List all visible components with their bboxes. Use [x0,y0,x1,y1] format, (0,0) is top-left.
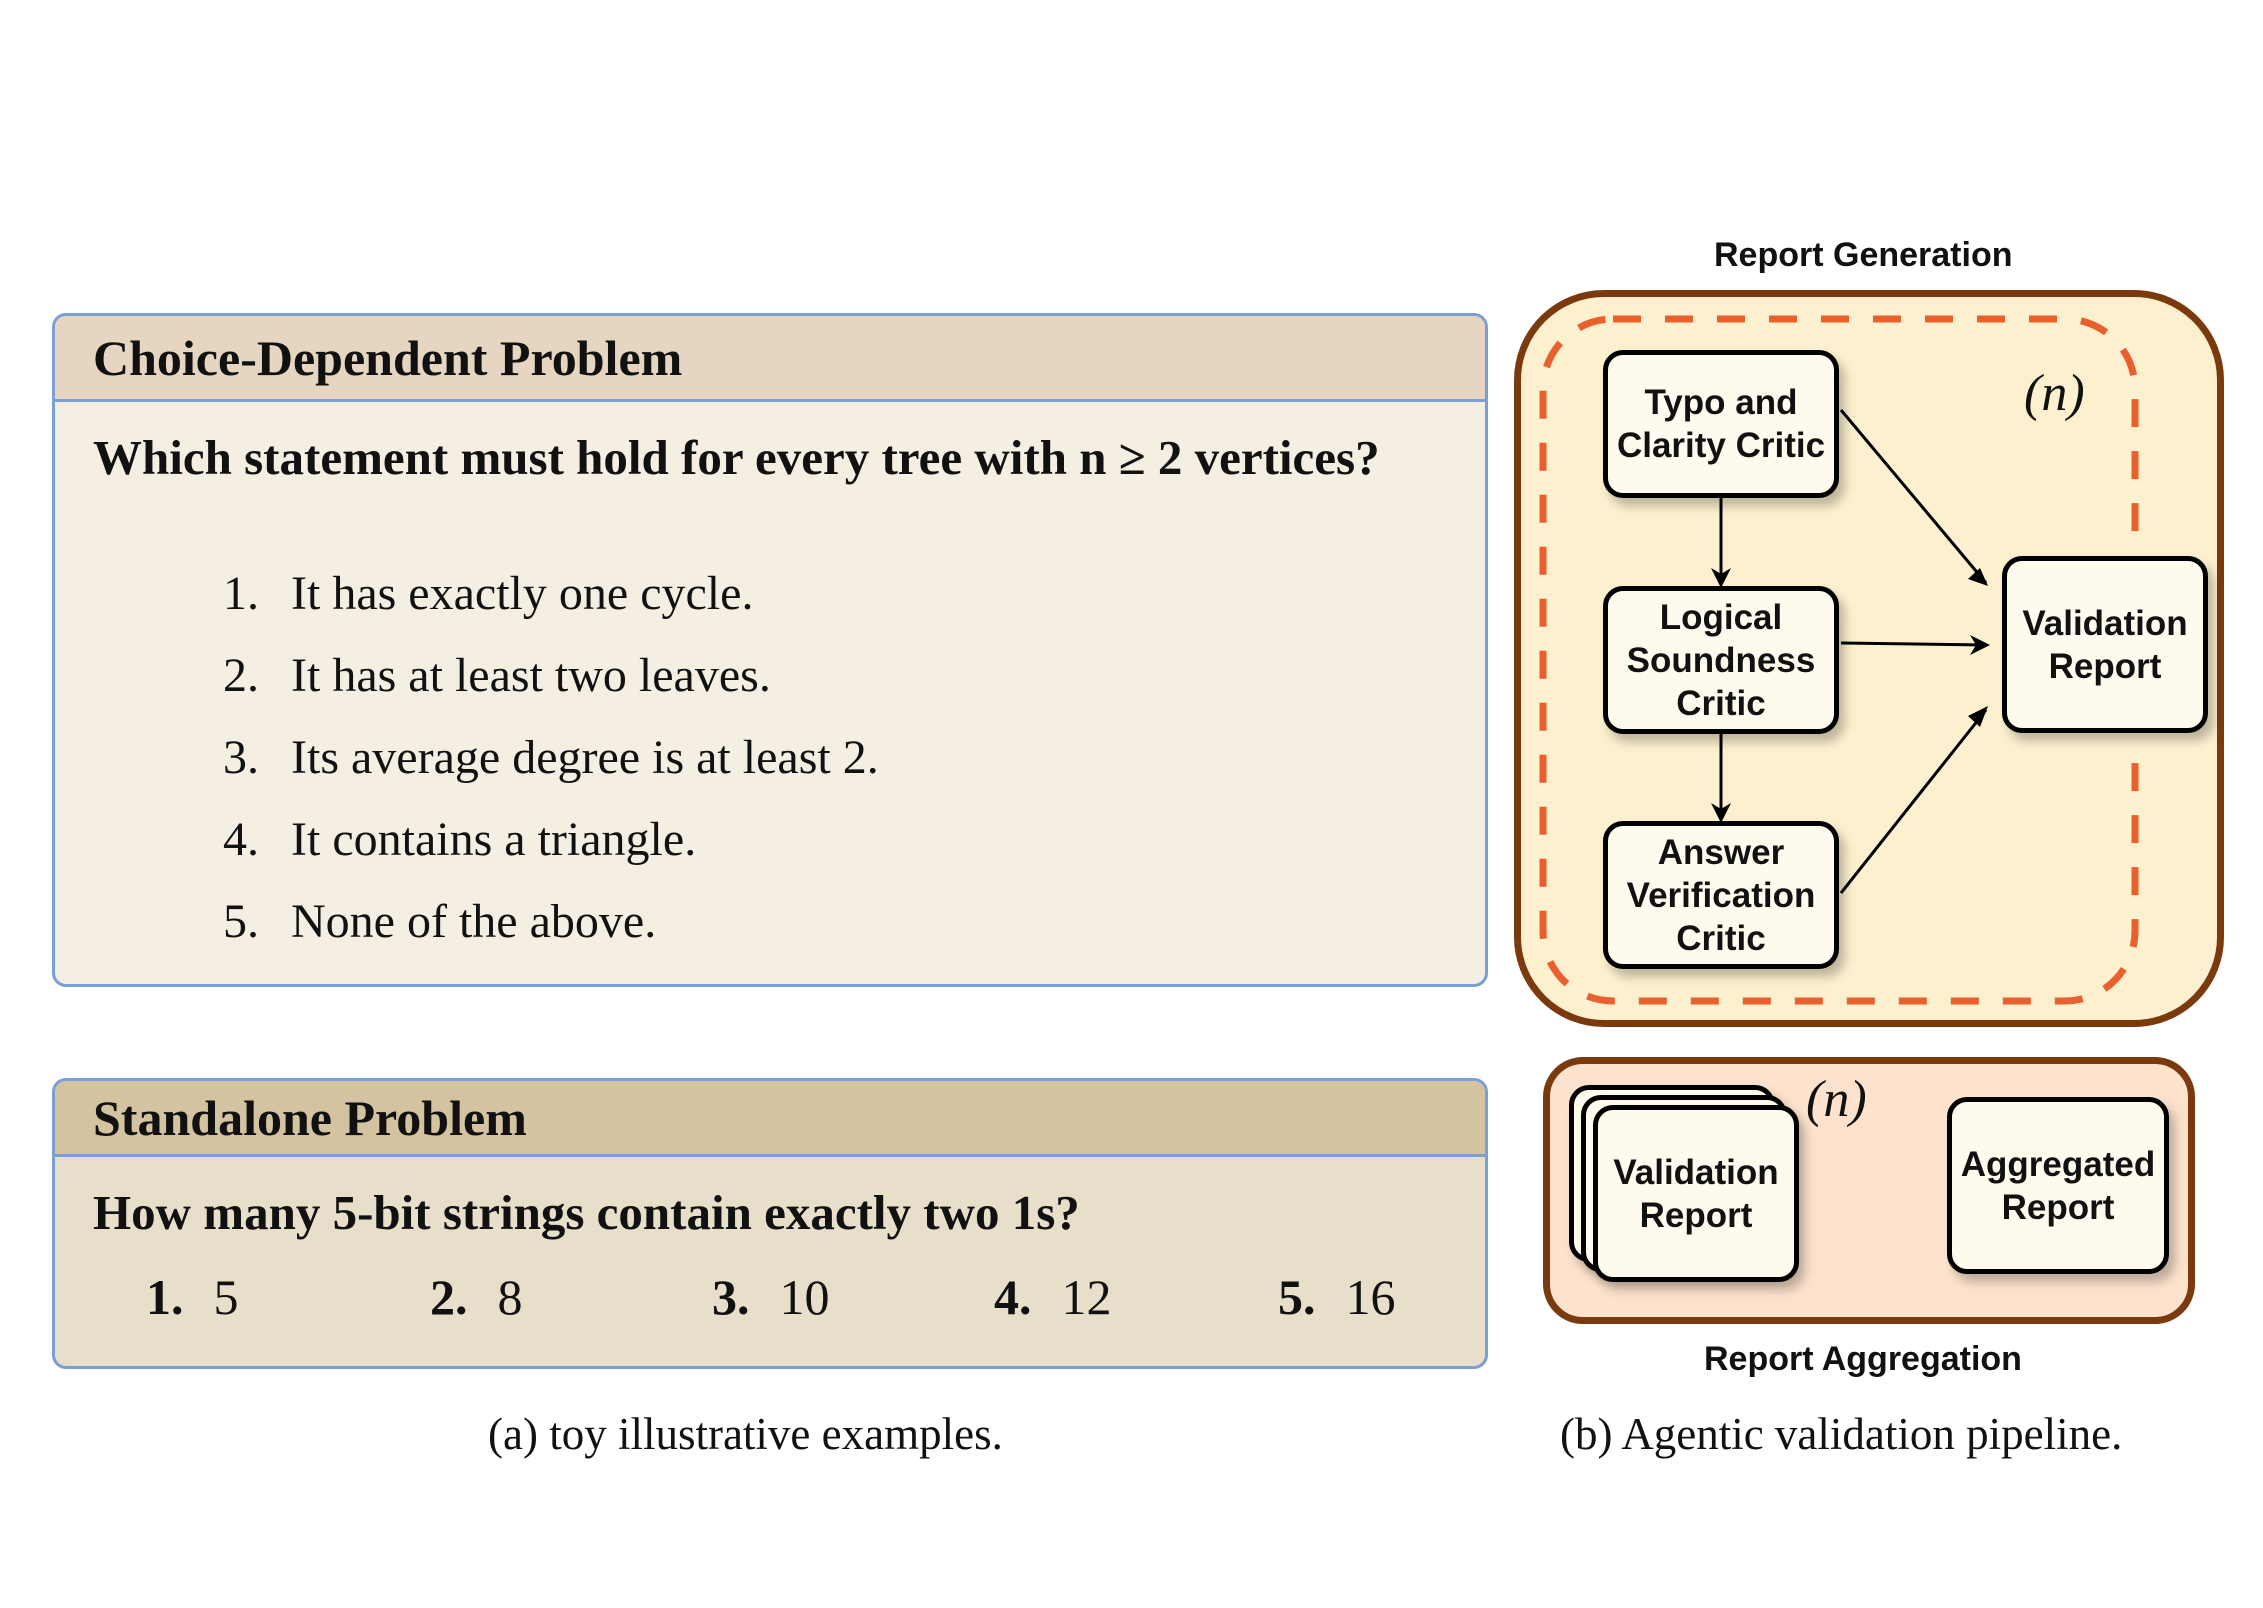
option-5: 5.None of the above. [223,895,657,948]
typo-clarity-critic-node: Typo and Clarity Critic [1603,350,1839,498]
choice-dependent-question: Which statement must hold for every tree… [93,430,1380,485]
report-generation-title: Report Generation [1714,236,2013,274]
standalone-question: How many 5-bit strings contain exactly t… [93,1185,1080,1240]
caption-a: (a) toy illustrative examples. [488,1409,1003,1459]
standalone-option-4: 4.12 [994,1269,1112,1325]
standalone-option-5: 5.16 [1278,1269,1396,1325]
aggregation-repeat-label: (n) [1806,1071,1867,1128]
choice-dependent-title: Choice-Dependent Problem [55,316,1485,402]
stacked-validation-report-node: Validation Report [1593,1105,1799,1282]
arrow-typo-to-report [1839,409,1988,584]
logical-soundness-critic-node: Logical Soundness Critic [1603,586,1839,734]
standalone-panel: Standalone Problem How many 5-bit string… [52,1078,1488,1369]
standalone-option-2: 2.8 [430,1269,523,1325]
arrow-logical-to-report [1840,641,1987,647]
validation-report-node: Validation Report [2002,556,2208,733]
standalone-title: Standalone Problem [55,1081,1485,1157]
choice-dependent-panel: Choice-Dependent Problem Which statement… [52,313,1488,987]
standalone-option-3: 3.10 [712,1269,830,1325]
option-3: 3.Its average degree is at least 2. [223,731,879,784]
option-4: 4.It contains a triangle. [223,813,697,866]
arrow-answer-to-report [1839,709,1988,894]
standalone-option-1: 1.5 [146,1269,239,1325]
generation-repeat-label: (n) [2024,365,2085,422]
aggregated-report-node: Aggregated Report [1947,1097,2169,1274]
answer-verification-critic-node: Answer Verification Critic [1603,821,1839,969]
option-2: 2.It has at least two leaves. [223,649,771,702]
report-aggregation-title: Report Aggregation [1704,1340,2022,1378]
caption-b: (b) Agentic validation pipeline. [1560,1409,2123,1459]
option-1: 1.It has exactly one cycle. [223,567,754,620]
